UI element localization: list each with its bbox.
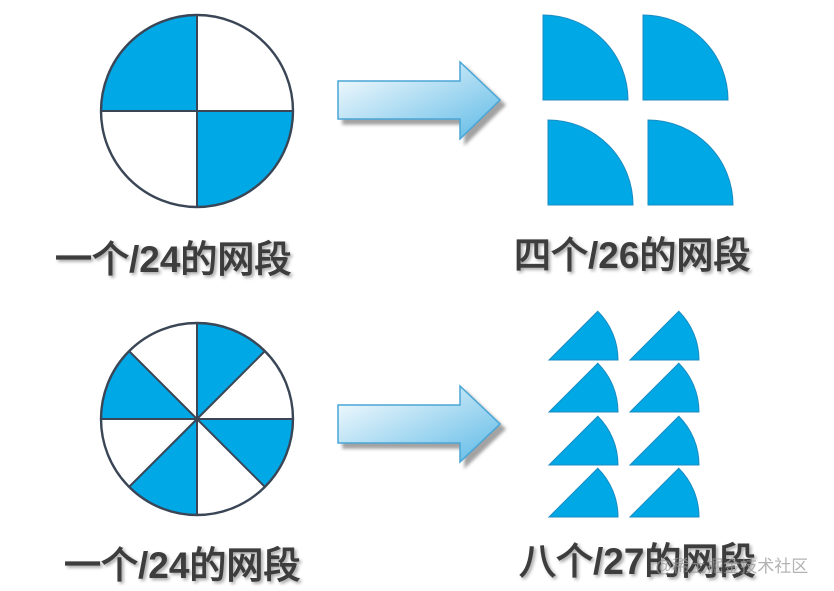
circle-division-line (196, 418, 266, 488)
subnet-pieces-row-2 (547, 310, 700, 518)
circle-sector-empty (197, 351, 293, 419)
circle-outline (99, 13, 295, 209)
circle-sector-empty (129, 323, 197, 419)
subnet-piece (628, 362, 700, 413)
circle-sector-empty (197, 15, 293, 111)
subnet-piece (628, 467, 700, 518)
subnet-piece (642, 14, 729, 101)
target-label-row-1: 四个/26的网段 (514, 235, 750, 276)
circle-division-line (128, 350, 198, 420)
source-label-row-1: 一个/24的网段 (55, 239, 291, 280)
source-network-circle-row-1 (99, 13, 295, 209)
source-network-circle-row-2 (99, 321, 295, 517)
subnet-piece (547, 119, 634, 206)
circle-sector-filled (197, 111, 293, 207)
circle-outline (99, 321, 295, 517)
circle-sector-filled (129, 419, 197, 515)
watermark-text: @稀土掘金技术社区 (655, 557, 808, 576)
circle-sector-filled (197, 323, 265, 419)
subnet-piece (547, 415, 619, 466)
subnet-pieces-row-1 (542, 14, 734, 206)
source-label-row-2: 一个/24的网段 (64, 545, 300, 586)
subnet-piece (547, 310, 619, 361)
subnet-piece (542, 14, 629, 101)
circle-sector-filled (101, 351, 197, 419)
subnet-piece (547, 362, 619, 413)
circle-sector-filled (101, 15, 197, 111)
subnet-piece (647, 119, 734, 206)
circle-sector-empty (197, 419, 265, 515)
arrow-right-row-2 (337, 384, 502, 464)
circle-sector-filled (197, 419, 293, 487)
target-label-row-2: 八个/27的网段 (519, 541, 755, 582)
circle-sector-empty (101, 419, 197, 487)
circle-sector-empty (101, 111, 197, 207)
subnet-piece (547, 467, 619, 518)
circle-division-line (196, 350, 266, 420)
subnet-piece (628, 310, 700, 361)
arrow-right-row-1 (337, 60, 502, 141)
circle-division-line (128, 418, 198, 488)
subnet-piece (628, 415, 700, 466)
